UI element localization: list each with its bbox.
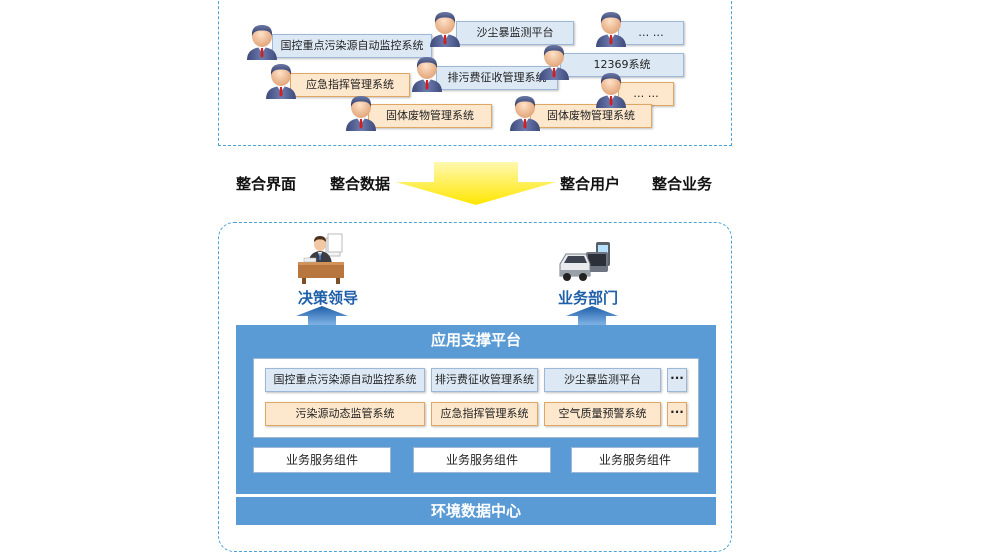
platform-system-sewage-fee: 排污费征收管理系统: [431, 368, 538, 392]
up-arrow-dept: [566, 306, 618, 325]
integration-label-users: 整合用户: [560, 175, 621, 193]
application-support-platform: 应用支撑平台 国控重点污染源自动监控系统 排污费征收管理系统 沙尘暴监测平台 ·…: [236, 325, 716, 525]
integration-label-business: 整合业务: [652, 175, 713, 193]
business-service-component: 业务服务组件: [413, 447, 551, 473]
user-icon: [344, 93, 378, 131]
platform-system-more-1: ···: [667, 368, 687, 392]
integration-label-interface: 整合界面: [236, 175, 297, 193]
integration-label-data: 整合数据: [330, 175, 391, 193]
business-service-component: 业务服务组件: [253, 447, 391, 473]
role-label-dept: 业务部门: [558, 289, 619, 307]
user-icon: [264, 61, 298, 99]
system-box-sewage-fee: 排污费征收管理系统: [436, 66, 558, 90]
system-box-12369: 12369系统: [560, 53, 684, 77]
vehicles-devices-icon: [559, 242, 610, 281]
integration-arrow: [396, 162, 556, 205]
system-box-pollution-monitoring: 国控重点污染源自动监控系统: [272, 34, 432, 58]
role-label-leader: 决策领导: [298, 289, 359, 307]
user-icon: [594, 9, 628, 47]
environmental-data-center: 环境数据中心: [236, 494, 716, 525]
system-box-solid-waste-2: 固体废物管理系统: [530, 104, 652, 128]
platform-system-air-quality: 空气质量预警系统: [544, 402, 661, 426]
platform-system-emergency: 应急指挥管理系统: [431, 402, 538, 426]
user-icon: [508, 93, 542, 131]
up-arrow-leader: [296, 306, 348, 325]
user-icon: [410, 54, 444, 92]
system-box-emergency: 应急指挥管理系统: [290, 73, 410, 97]
system-box-more-1: … …: [618, 21, 684, 45]
platform-system-dynamic-supervision: 污染源动态监管系统: [265, 402, 425, 426]
system-box-sandstorm: 沙尘暴监测平台: [456, 21, 574, 45]
top-systems-panel: [218, 0, 732, 146]
executive-at-desk-icon: [298, 233, 344, 284]
platform-system-sandstorm: 沙尘暴监测平台: [544, 368, 661, 392]
platform-title: 应用支撑平台: [430, 331, 521, 349]
platform-systems-panel: 国控重点污染源自动监控系统 排污费征收管理系统 沙尘暴监测平台 ··· 污染源动…: [253, 358, 699, 438]
user-icon: [594, 70, 628, 108]
business-service-component: 业务服务组件: [571, 447, 699, 473]
user-icon: [428, 9, 462, 47]
platform-system-pollution-monitoring: 国控重点污染源自动监控系统: [265, 368, 425, 392]
system-box-solid-waste-1: 固体废物管理系统: [368, 104, 492, 128]
user-icon: [537, 42, 571, 80]
user-icon: [245, 22, 279, 60]
platform-system-more-2: ···: [667, 402, 687, 426]
